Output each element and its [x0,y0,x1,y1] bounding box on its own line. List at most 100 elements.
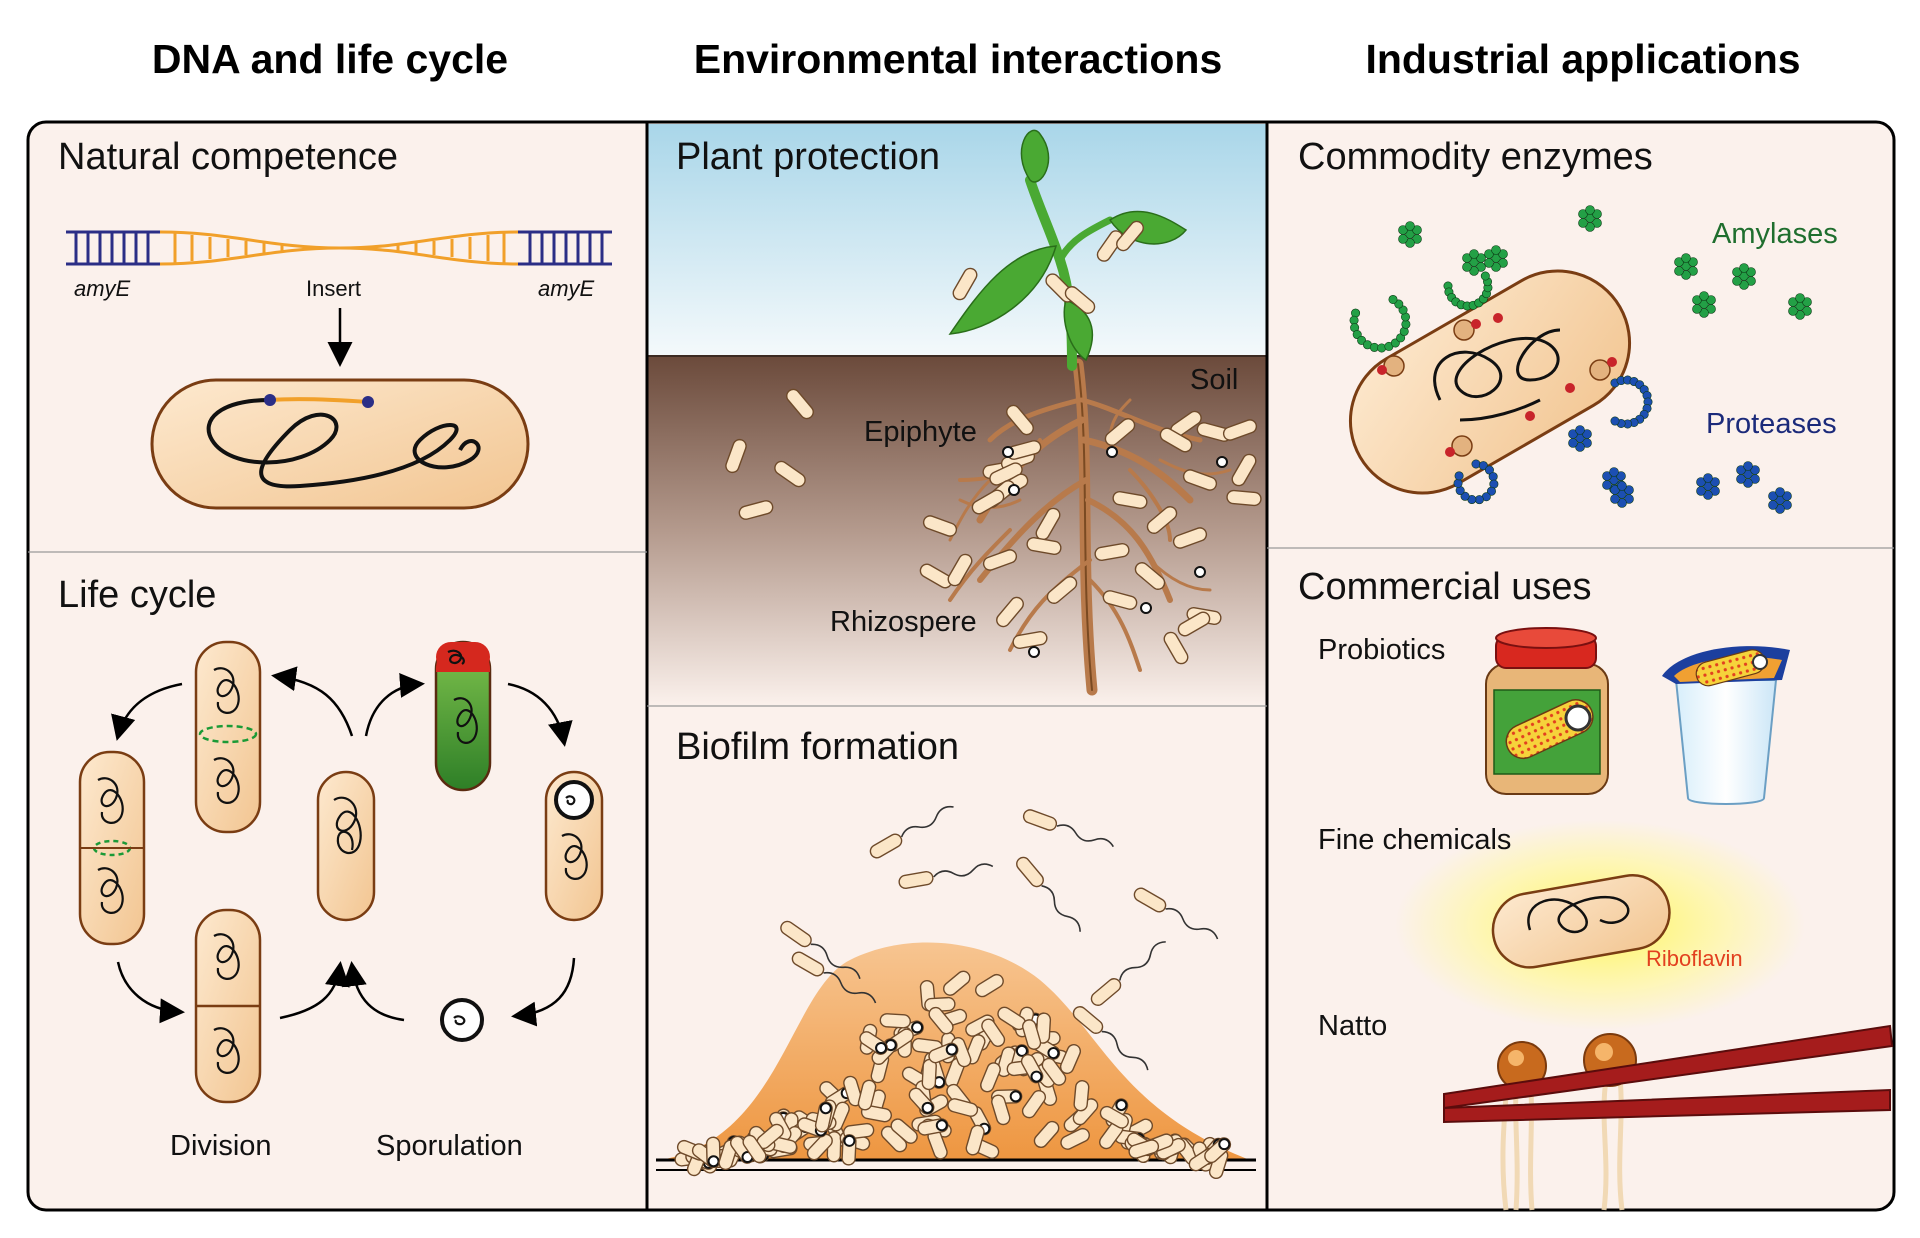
riboflavin-cell [1491,874,1671,969]
enzyme [1692,291,1716,318]
yogurt-cup [1662,646,1790,805]
bacterium [965,1124,985,1156]
enzymes-layer [1349,205,1812,514]
lc-cell-dividing-top [194,640,262,834]
label-probiotics: Probiotics [1318,634,1446,666]
bacterium [898,870,934,890]
flagellum [1056,824,1114,848]
flagellum [900,805,954,838]
bacterium [1099,1105,1129,1129]
bacterium [1128,1139,1160,1159]
bacterium [725,438,747,474]
life-cycle-graphic [78,640,604,1104]
enzyme [1578,205,1602,232]
spore [1028,646,1040,658]
bacterium [1172,527,1208,549]
bacterium [928,1006,954,1035]
label-division: Division [170,1130,272,1162]
enzyme-chain [1443,271,1493,311]
column-title-industrial: Industrial applications [1365,36,1801,82]
panel-title-commercial-uses: Commercial uses [1298,566,1592,608]
bacterium [975,973,1004,998]
enzyme-chain [1610,375,1653,429]
bacterium [1094,542,1130,562]
bacterium [1096,230,1124,262]
bacterium [857,1079,877,1111]
bacterium [860,1104,893,1123]
label-rhizosphere: Rhizospere [830,606,977,638]
enzyme [1674,253,1698,280]
bacterium [1104,418,1136,446]
chromosome [206,398,481,489]
probiotic-bottle [1485,627,1609,795]
panel-title-biofilm: Biofilm formation [676,726,959,768]
enzyme-cell [1348,269,1632,495]
bacterium [869,833,903,859]
bacterium [786,388,814,420]
bacterium [1116,220,1144,252]
bacterium [1059,1044,1082,1075]
bacterium [1134,562,1166,590]
spore [440,998,484,1042]
bacterium [1133,887,1167,913]
enzyme [1768,487,1792,514]
natto-graphic [1443,1024,1894,1211]
label-amye-left: amyE [74,276,131,301]
plant-protection-graphic [948,129,1232,696]
spore [1216,456,1228,468]
enzyme [1462,249,1486,276]
bacterium [742,1134,767,1164]
bacterium [1226,489,1262,507]
bacterium [1112,490,1148,510]
label-fine-chemicals: Fine chemicals [1318,824,1512,856]
bacterium [1072,1006,1104,1034]
enzyme-chain [1349,294,1411,353]
bacterium [952,267,978,301]
bacterium [1182,469,1218,491]
bacterium [1204,1137,1232,1164]
bacterium [879,1013,911,1029]
flagellum [1165,907,1219,940]
competent-cell [150,378,530,510]
spore [1002,446,1014,458]
bacterium [1033,1120,1060,1149]
bacterium [921,1058,937,1091]
spore [1106,446,1118,458]
dna-amye-left [66,230,160,266]
bacterium [996,596,1024,628]
panel-title-commodity-enzymes: Commodity enzymes [1298,136,1653,178]
panel-title-plant-protection: Plant protection [676,136,941,178]
bacterium [705,1136,721,1168]
column-title-environment: Environmental interactions [693,36,1223,82]
bacterium [908,1087,935,1115]
bacterium [1163,631,1189,665]
panel-title-life-cycle: Life cycle [58,574,217,616]
plant-shoot [948,129,1188,371]
enzyme-chain [1453,459,1499,505]
enzyme [1398,221,1422,248]
dna-amye-right [518,230,612,266]
bacterium [1177,611,1211,637]
spore [1008,484,1020,496]
commercial-uses-graphic [1395,627,1894,1211]
bacterium [1020,1054,1044,1084]
bacterium [1060,1127,1090,1150]
bacterium [1016,856,1044,888]
bacterium [982,549,1018,571]
spore [1140,602,1152,614]
enzyme [1788,293,1812,320]
spore [1194,566,1206,578]
bacterium [1012,630,1048,650]
bacterium [1041,1057,1067,1086]
flagellum [1119,941,1166,981]
bacterium [1222,419,1258,441]
natural-competence-graphic [66,230,612,510]
flagellum [933,863,994,878]
lc-cell-vegetative [316,770,376,922]
enzyme [1610,481,1634,508]
bacterium [1026,536,1062,556]
bacterium [843,1075,863,1107]
bacterium [1073,1080,1090,1112]
bacterium [1146,506,1178,534]
bacterium [928,1042,959,1064]
